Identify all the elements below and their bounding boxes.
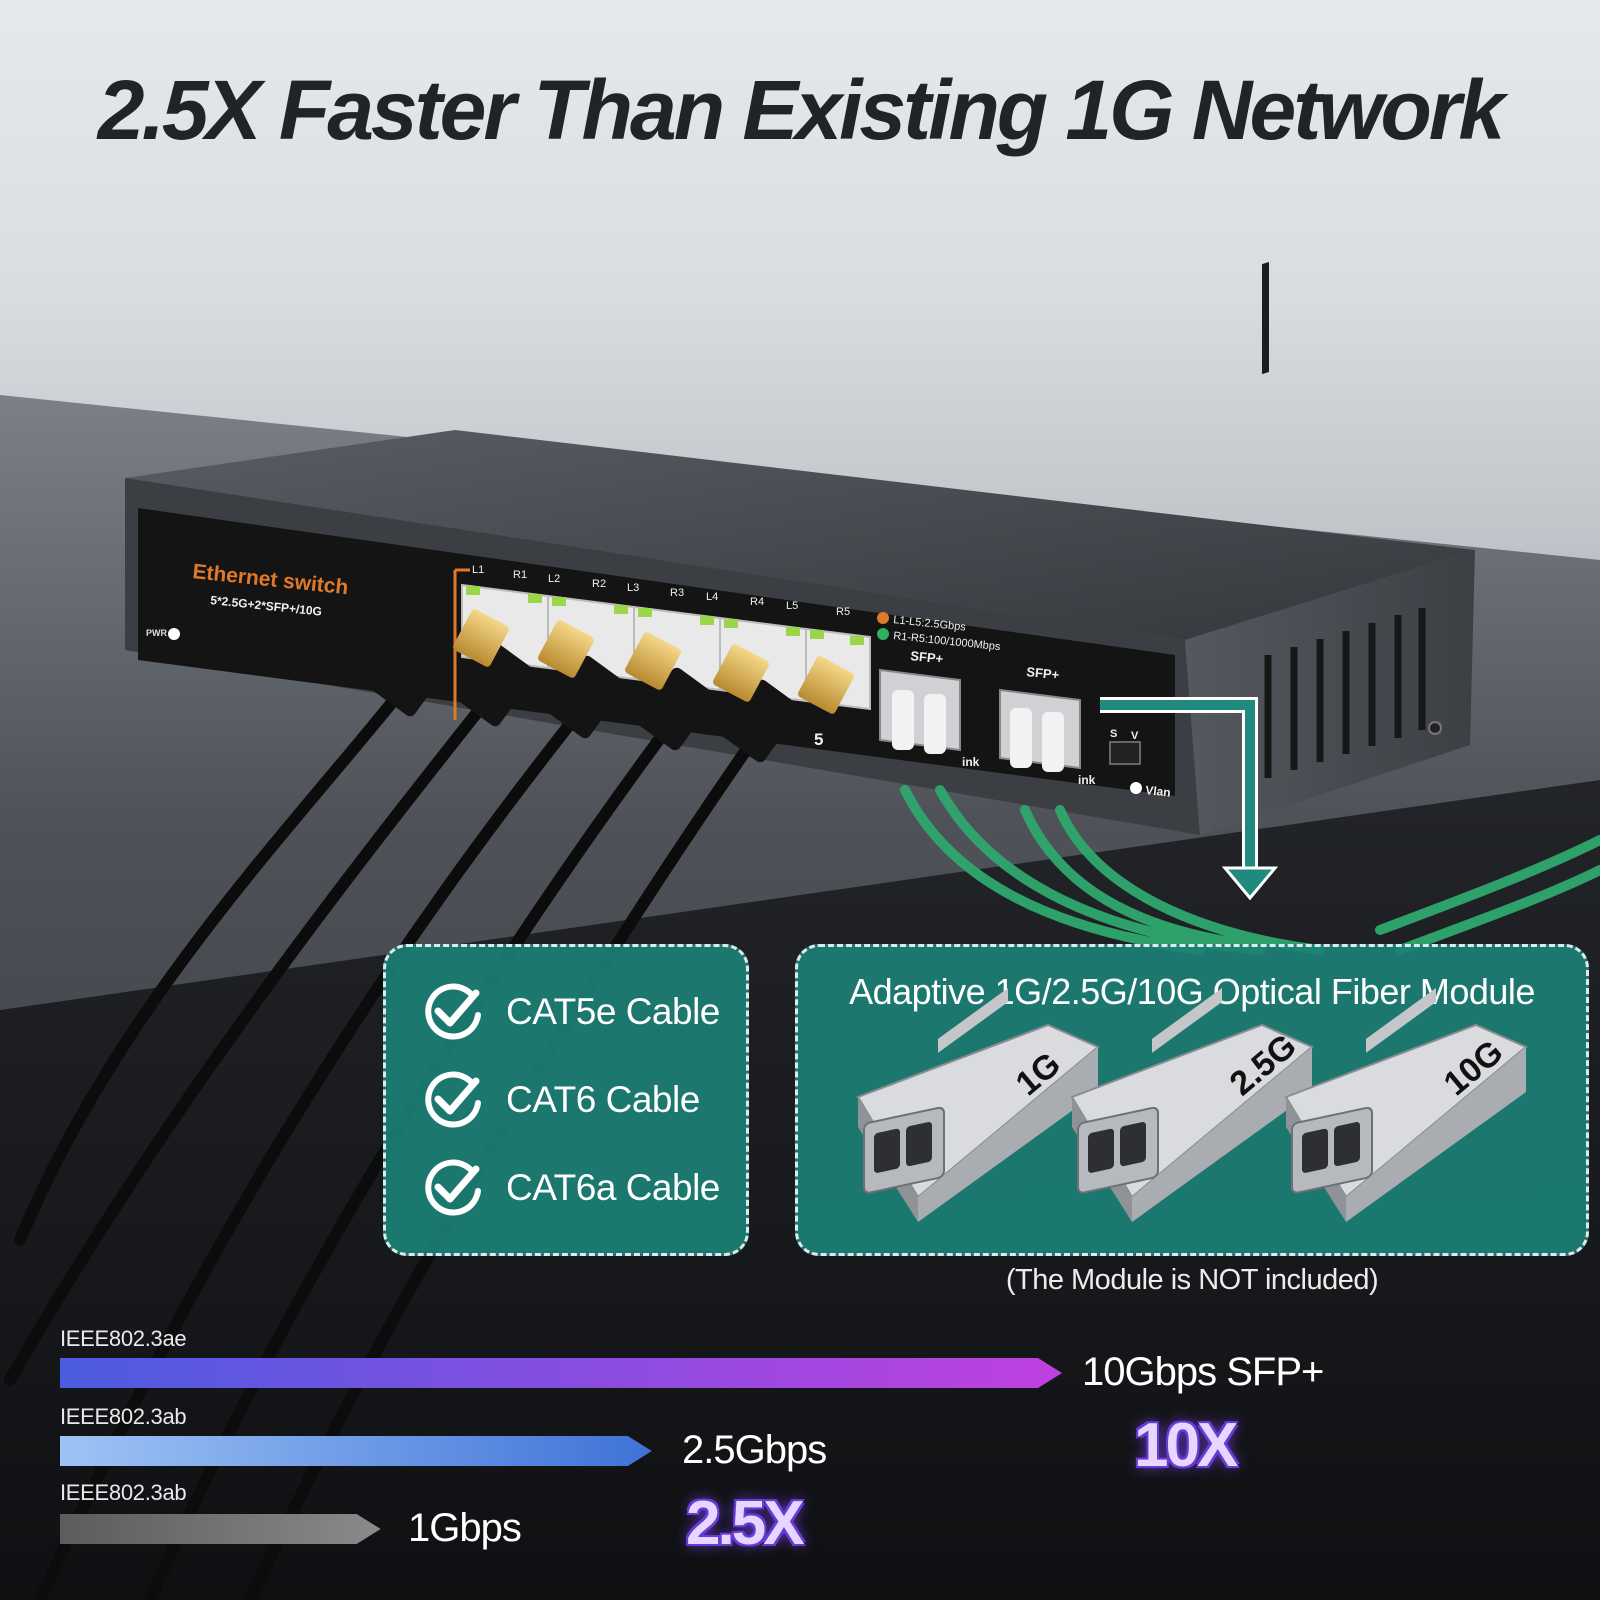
port-label-r3: R3: [670, 587, 684, 599]
check-circle-icon: [425, 983, 481, 1040]
port-label-l3: L3: [627, 582, 639, 594]
speed-label: 10Gbps SFP+: [1082, 1350, 1324, 1394]
sfp-module-2: [1070, 988, 1314, 1222]
speed-bar-2: [60, 1436, 652, 1466]
speed-bar-1: [60, 1358, 1062, 1388]
multiplier-2-5x: 2.5X: [686, 1489, 805, 1558]
port-label-r5: R5: [836, 606, 850, 618]
cable-item: CAT6 Cable: [422, 1065, 700, 1135]
speed-label: 2.5Gbps: [682, 1428, 827, 1472]
cable-label: CAT5e Cable: [506, 991, 720, 1032]
sfp-module-3: [1284, 988, 1528, 1222]
link-label-2: ink: [1078, 773, 1096, 787]
sfp-label-2: SFP+: [1026, 664, 1061, 682]
port-label-r4: R4: [750, 596, 764, 608]
speed-label: 1Gbps: [408, 1506, 522, 1550]
dip-switch-v-label: V: [1131, 730, 1139, 742]
port-label-l5: L5: [786, 600, 798, 612]
vlan-label: Vlan: [1145, 783, 1172, 800]
port-label-l2: L2: [548, 573, 560, 585]
cable-item: CAT5e Cable: [422, 977, 720, 1047]
link-label-1: ink: [962, 755, 980, 769]
standard-label: IEEE802.3ab: [60, 1480, 187, 1505]
fiber-module-panel: Adaptive 1G/2.5G/10G Optical Fiber Modul…: [795, 944, 1589, 1256]
port-label-l4: L4: [706, 591, 718, 603]
sfp-label-1: SFP+: [910, 648, 945, 666]
dip-switch-s-label: S: [1110, 728, 1117, 740]
multiplier-10x: 10X: [1134, 1411, 1238, 1480]
check-circle-icon: [425, 1159, 481, 1216]
speed-bar-3: [60, 1514, 381, 1544]
port-number-label: 5: [814, 730, 823, 749]
port-label-r2: R2: [592, 578, 606, 590]
port-label-l1: L1: [472, 564, 484, 576]
pwr-label: PWR: [146, 628, 167, 638]
standard-label: IEEE802.3ae: [60, 1326, 187, 1351]
check-circle-icon: [425, 1071, 481, 1128]
standard-label: IEEE802.3ab: [60, 1404, 187, 1429]
headline: 2.5X Faster Than Existing 1G Network: [97, 63, 1505, 157]
cable-label: CAT6a Cable: [506, 1167, 720, 1208]
cable-label: CAT6 Cable: [506, 1079, 700, 1120]
module-note: (The Module is NOT included): [1005, 1264, 1379, 1296]
sfp-module-1: [856, 988, 1100, 1222]
cable-item: CAT6a Cable: [422, 1153, 720, 1223]
port-label-r1: R1: [513, 569, 527, 581]
